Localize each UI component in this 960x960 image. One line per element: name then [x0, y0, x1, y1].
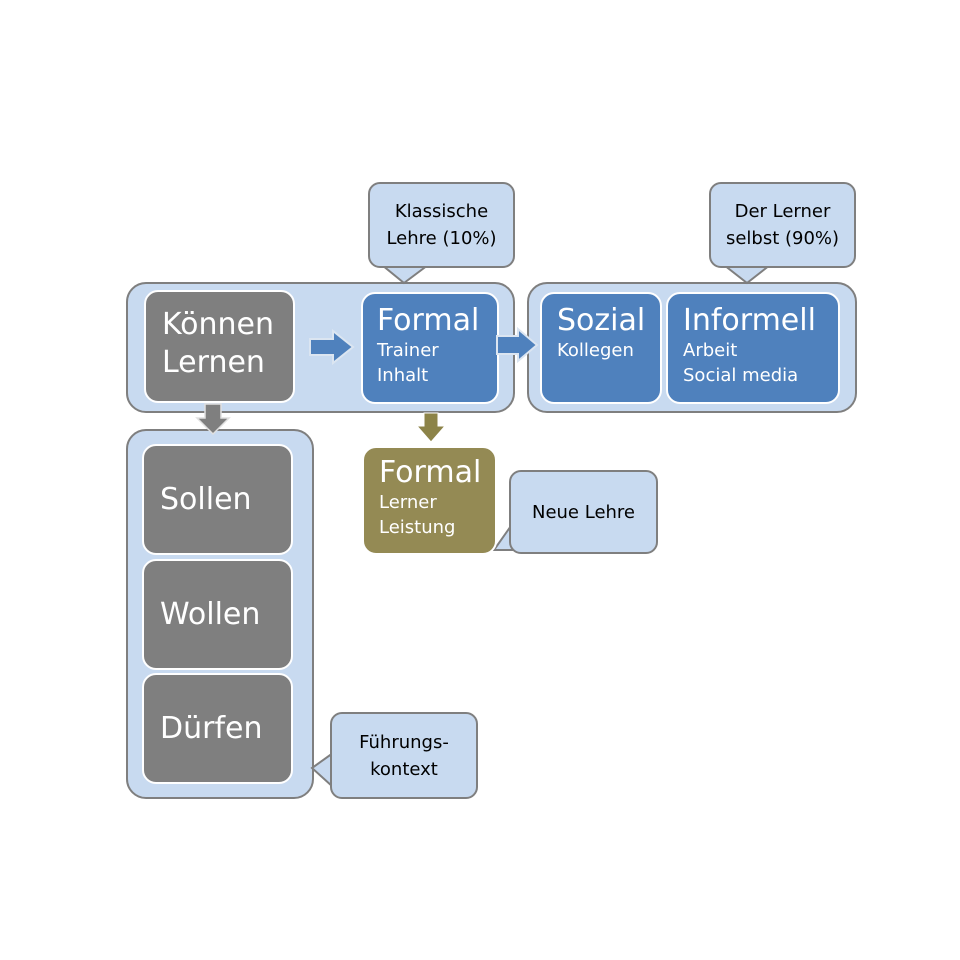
box-sollen-text: Sollen	[160, 481, 252, 517]
box-koennen-lernen: Können Lernen	[144, 290, 295, 403]
box-formal-new-line1: Lerner	[379, 492, 437, 513]
callout-fuehrung-line1: Führungs-	[359, 731, 449, 753]
box-koennen-lernen-line2: Lernen	[162, 345, 265, 380]
arrow-down-formal-to-formal-new	[415, 412, 447, 443]
callout-klassische-line2: Lehre (10%)	[386, 228, 497, 249]
box-informell-title: Informell	[683, 303, 816, 338]
box-formal-new: Formal Lerner Leistung	[362, 446, 497, 555]
box-sozial: Sozial Kollegen	[540, 292, 662, 404]
box-formal-new-title: Formal	[379, 455, 482, 490]
arrow-down-koennen-to-sollen	[195, 403, 231, 436]
callout-lerner-selbst-line2: selbst (90%)	[725, 228, 840, 249]
box-duerfen-text: Dürfen	[160, 710, 263, 746]
arrow-right-formal-to-sozial	[496, 326, 539, 364]
callout-fuehrungskontext: Führungs- kontext	[330, 712, 478, 799]
callout-klassische-lehre: Klassische Lehre (10%)	[368, 182, 515, 268]
box-formal-new-line2: Leistung	[379, 517, 456, 538]
box-informell-line1: Arbeit	[683, 340, 738, 361]
callout-lerner-selbst-line1: Der Lerner	[734, 201, 831, 222]
callout-neue-lehre-text: Neue Lehre	[531, 501, 636, 523]
arrow-right-koennen-to-formal	[309, 328, 355, 366]
box-informell: Informell Arbeit Social media	[666, 292, 840, 404]
box-sozial-title: Sozial	[557, 303, 646, 338]
callout-klassische-line1: Klassische	[394, 201, 489, 222]
box-formal-top-line2: Inhalt	[377, 365, 429, 386]
box-wollen-text: Wollen	[160, 596, 261, 632]
callout-neue-lehre: Neue Lehre	[509, 470, 658, 554]
box-koennen-lernen-line1: Können	[162, 307, 275, 342]
box-informell-line2: Social media	[683, 365, 799, 386]
box-duerfen: Dürfen	[142, 673, 293, 784]
box-sollen: Sollen	[142, 444, 293, 555]
callout-lerner-selbst: Der Lerner selbst (90%)	[709, 182, 856, 268]
box-formal-top-title: Formal	[377, 303, 480, 338]
box-formal-top-line1: Trainer	[377, 340, 439, 361]
callout-fuehrung-line2: kontext	[370, 758, 438, 780]
box-wollen: Wollen	[142, 559, 293, 670]
box-sozial-line1: Kollegen	[557, 340, 634, 361]
